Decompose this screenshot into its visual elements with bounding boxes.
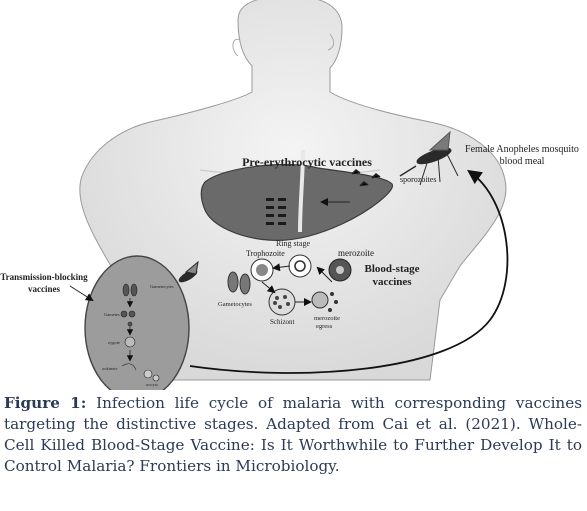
ear bbox=[232, 38, 241, 57]
egress-label-2: egress bbox=[316, 323, 333, 330]
gut-ookinete-label: ookinete bbox=[102, 366, 118, 371]
blood-stage-label-1: Blood-stage bbox=[365, 263, 420, 275]
figure-caption-text: Infection life cycle of malaria with cor… bbox=[4, 394, 582, 475]
blood-stage-cycle: Ring stage Trophozoite merozoite Schizon… bbox=[218, 239, 374, 330]
sporozoites-icon bbox=[351, 168, 381, 187]
merozoite-label: merozoite bbox=[338, 248, 374, 258]
egress-label-1: merozoite bbox=[314, 315, 340, 322]
gametocytes-label: Gametocytes bbox=[218, 301, 252, 308]
mosquito-label: Female Anopheles mosquito bbox=[465, 144, 579, 155]
cycle-arrow bbox=[189, 169, 509, 374]
mosquito-icon bbox=[399, 130, 459, 186]
gut-gametocytes-label: Gametocytes bbox=[150, 284, 174, 289]
liver-cells bbox=[266, 198, 286, 225]
portal-vessel bbox=[298, 149, 305, 233]
liver bbox=[200, 149, 393, 241]
blood-meal-label: blood meal bbox=[500, 156, 545, 167]
pre-erythrocytic-label: Pre-erythrocytic vaccines bbox=[242, 155, 372, 169]
gut-oocyst-label: oocyst bbox=[146, 382, 158, 387]
merozoite-egress-icon bbox=[311, 291, 338, 312]
ring-stage-cell bbox=[288, 254, 312, 278]
schizont-cell bbox=[268, 288, 296, 316]
schizont-label: Schizont bbox=[270, 318, 295, 326]
figure-caption: Figure 1: Infection life cycle of malari… bbox=[4, 393, 582, 477]
gut-zygote-label: zygote bbox=[108, 340, 120, 345]
gametocytes-icon bbox=[227, 271, 251, 295]
nose bbox=[327, 33, 335, 51]
trophozoite-label: Trophozoite bbox=[246, 249, 285, 258]
malaria-life-cycle-diagram: Female Anopheles mosquito blood meal spo… bbox=[0, 0, 579, 390]
transmission-label-2: vaccines bbox=[28, 284, 60, 294]
sporozoites-label: sporozoites bbox=[400, 175, 436, 184]
transmission-pointer-arrow bbox=[69, 285, 94, 302]
gut-gametes-label: Gametes bbox=[104, 312, 120, 317]
ring-stage-label: Ring stage bbox=[276, 239, 310, 248]
feeding-mosquito-icon bbox=[169, 260, 199, 289]
mosquito-midgut: Gametocytes Gametes zygote ookinete oocy… bbox=[84, 255, 190, 390]
transmission-label-1: Transmission-blocking bbox=[0, 272, 88, 282]
blood-stage-label-2: vaccines bbox=[372, 276, 412, 288]
figure-caption-label: Figure 1: bbox=[4, 394, 87, 412]
